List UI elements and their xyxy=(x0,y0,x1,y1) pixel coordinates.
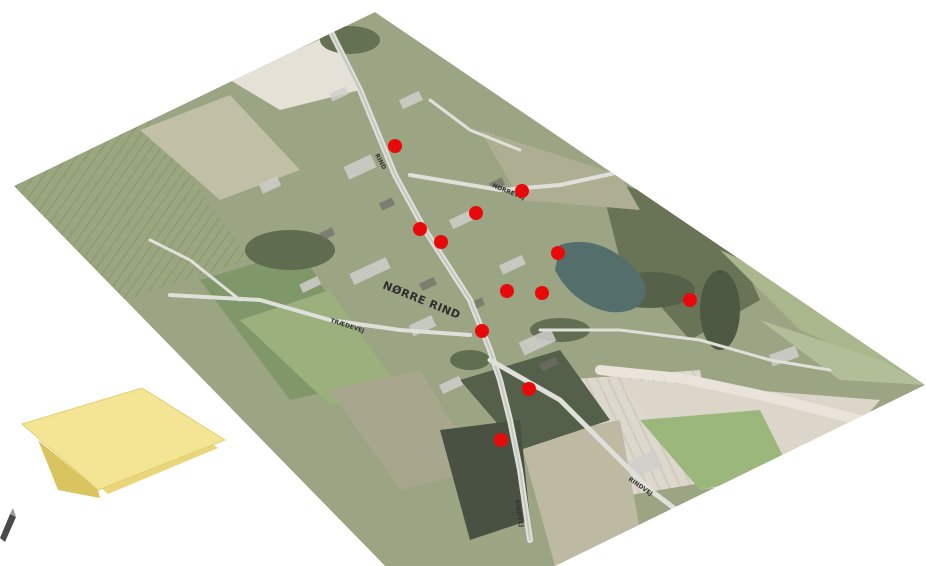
location-markers xyxy=(388,139,697,447)
lake xyxy=(555,241,646,313)
location-marker-2[interactable] xyxy=(515,184,529,198)
sticky-note-front[interactable] xyxy=(20,387,227,491)
street-label-south: RINDVEJ xyxy=(513,499,525,528)
location-marker-12[interactable] xyxy=(494,433,508,447)
sticky-note-shadow xyxy=(38,440,100,498)
location-marker-8[interactable] xyxy=(535,286,549,300)
location-marker-5[interactable] xyxy=(434,235,448,249)
location-marker-11[interactable] xyxy=(522,382,536,396)
location-marker-10[interactable] xyxy=(475,324,489,338)
location-marker-7[interactable] xyxy=(500,284,514,298)
village-buildings xyxy=(258,86,800,479)
location-marker-3[interactable] xyxy=(469,206,483,220)
roads xyxy=(148,27,865,543)
map-haze-overlay xyxy=(14,12,925,566)
location-marker-9[interactable] xyxy=(683,293,697,307)
location-marker-1[interactable] xyxy=(388,139,402,153)
pen-icon xyxy=(0,508,16,542)
sticky-notes[interactable] xyxy=(20,387,227,498)
location-marker-4[interactable] xyxy=(413,222,427,236)
location-marker-6[interactable] xyxy=(551,246,565,260)
